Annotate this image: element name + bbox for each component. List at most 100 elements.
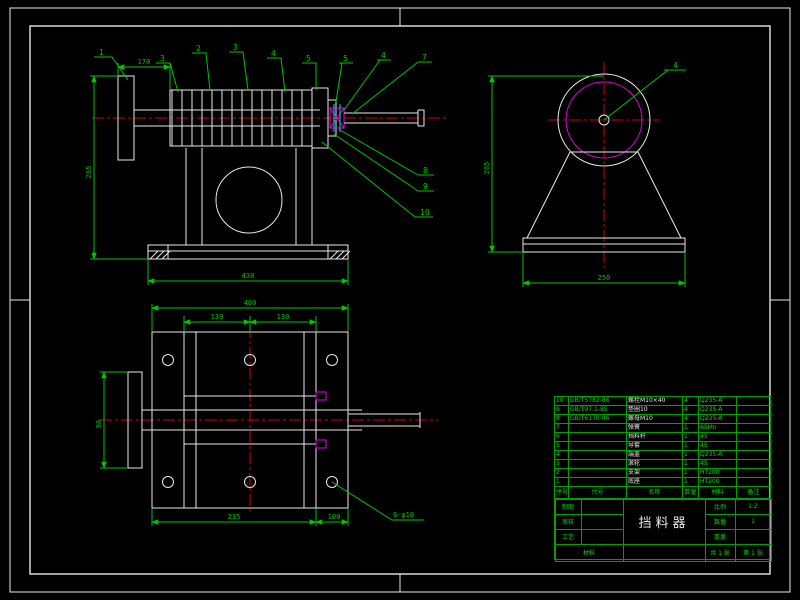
bom-cell: Q235-A xyxy=(698,450,737,460)
bom-cell: 45 xyxy=(698,441,737,451)
side-callout-leaders xyxy=(94,51,434,218)
plan-dim-top: 400 xyxy=(244,299,257,307)
front-callout: 4 xyxy=(673,61,678,70)
titleblock-check-label: 审核 xyxy=(554,513,582,530)
bom-cell xyxy=(736,405,771,415)
callout-5: 4 xyxy=(271,49,276,58)
titleblock-material-label: 材料 xyxy=(554,543,624,562)
side-dim-left: 265 xyxy=(85,166,93,179)
front-dim-extensions xyxy=(488,75,686,287)
bom-cell xyxy=(736,432,771,442)
plan-spring-housing xyxy=(183,395,317,445)
side-dim-bottom: 430 xyxy=(242,272,255,280)
bom-cell: 1 xyxy=(682,468,699,478)
plan-hole-note: 6-φ10 xyxy=(393,511,414,519)
titleblock-draw-sign xyxy=(580,498,624,515)
front-stand-legs xyxy=(526,151,682,239)
titleblock-weight-label: 重量 xyxy=(704,528,736,545)
bolt-hole xyxy=(326,354,338,366)
callout-7: 5 xyxy=(343,54,348,63)
bom-cell: 6 xyxy=(554,432,569,442)
bolt-hole xyxy=(162,354,174,366)
plan-bolt-top xyxy=(315,391,327,401)
side-dim-extensions xyxy=(90,63,349,285)
bom-cell xyxy=(736,468,771,478)
side-base-lines xyxy=(148,245,348,259)
front-base xyxy=(522,237,686,253)
front-centerlines xyxy=(548,62,660,268)
bom-cell: HT200 xyxy=(698,468,737,478)
side-bolt-thread-lines xyxy=(333,104,341,132)
side-dimensions: 170 430 265 xyxy=(85,58,349,285)
plan-centerlines xyxy=(100,326,438,514)
plan-view: 400 130 130 235 100 96 6-φ10 xyxy=(95,299,438,526)
frame-center-ticks xyxy=(10,8,790,592)
plan-output-rod xyxy=(348,412,421,428)
plan-bolt-bottom xyxy=(315,439,327,449)
callout-8: 4 xyxy=(381,51,386,60)
bom-cell xyxy=(568,441,627,451)
bom-cell: 4 xyxy=(554,450,569,460)
side-end-plate xyxy=(327,99,337,137)
front-roller-outer xyxy=(557,73,651,167)
bom-cell: 3 xyxy=(554,459,569,469)
titleblock-process-sign xyxy=(580,528,624,545)
titleblock-org xyxy=(622,543,706,562)
callout-10: 8 xyxy=(423,166,428,175)
bom-cell xyxy=(568,477,627,487)
side-spring-coils xyxy=(171,90,303,146)
front-dim-bottom: 250 xyxy=(598,274,611,282)
bom-cell: 4 xyxy=(682,405,699,415)
plan-dim-topleft: 130 xyxy=(211,313,224,321)
side-dim-top: 170 xyxy=(138,58,151,66)
callout-11: 9 xyxy=(423,182,428,191)
bom-cell: 底座 xyxy=(626,477,683,487)
bom-cell: GB/T5782-86 xyxy=(568,396,627,406)
titleblock-qty-label: 数量 xyxy=(704,513,736,530)
bom-cell: 支架 xyxy=(626,468,683,478)
bom-cell: 10 xyxy=(554,396,569,406)
bom-cell xyxy=(736,441,771,451)
drawing-title: 挡料器 xyxy=(622,498,706,545)
front-shaft-hole xyxy=(598,114,610,126)
front-dim-left: 265 xyxy=(483,162,491,175)
plan-dim-extensions xyxy=(100,304,349,526)
plan-flange xyxy=(127,371,143,469)
bom-cell: 4 xyxy=(682,396,699,406)
plan-dimensions: 400 130 130 235 100 96 xyxy=(95,299,349,526)
bom-cell: 2 xyxy=(554,468,569,478)
side-callouts: 1 3 2 3 4 5 5 4 7 8 9 10 xyxy=(99,43,430,217)
bom-cell: 导套 xyxy=(626,441,683,451)
plan-hole-leader xyxy=(331,481,424,521)
bom-cell: GB/T6170-86 xyxy=(568,414,627,424)
bom-cell: 挡料杆 xyxy=(626,432,683,442)
bom-cell: 1 xyxy=(682,477,699,487)
bom-cell: 1 xyxy=(682,423,699,433)
titleblock-scale-label: 比例 xyxy=(704,498,736,515)
bom-cell: 螺母M10 xyxy=(626,414,683,424)
titleblock-qty-value: 1 xyxy=(734,513,772,530)
bom-cell xyxy=(568,432,627,442)
bom-cell xyxy=(736,414,771,424)
titleblock-sheet-total: 共 1 张 xyxy=(704,543,736,562)
side-rod-left xyxy=(134,109,170,127)
front-dimensions: 250 265 xyxy=(483,75,686,287)
bom-cell: 8 xyxy=(554,414,569,424)
bom-cell: 1 xyxy=(682,432,699,442)
bom-cell xyxy=(736,459,771,469)
drawing-frame xyxy=(9,7,791,593)
callout-1: 1 xyxy=(99,48,104,57)
bom-cell: 1 xyxy=(682,450,699,460)
plan-dim-bottomright: 100 xyxy=(328,513,341,521)
callout-3: 2 xyxy=(196,44,201,53)
side-view: 170 430 265 1 3 2 3 4 5 5 4 7 8 9 10 xyxy=(85,43,448,285)
